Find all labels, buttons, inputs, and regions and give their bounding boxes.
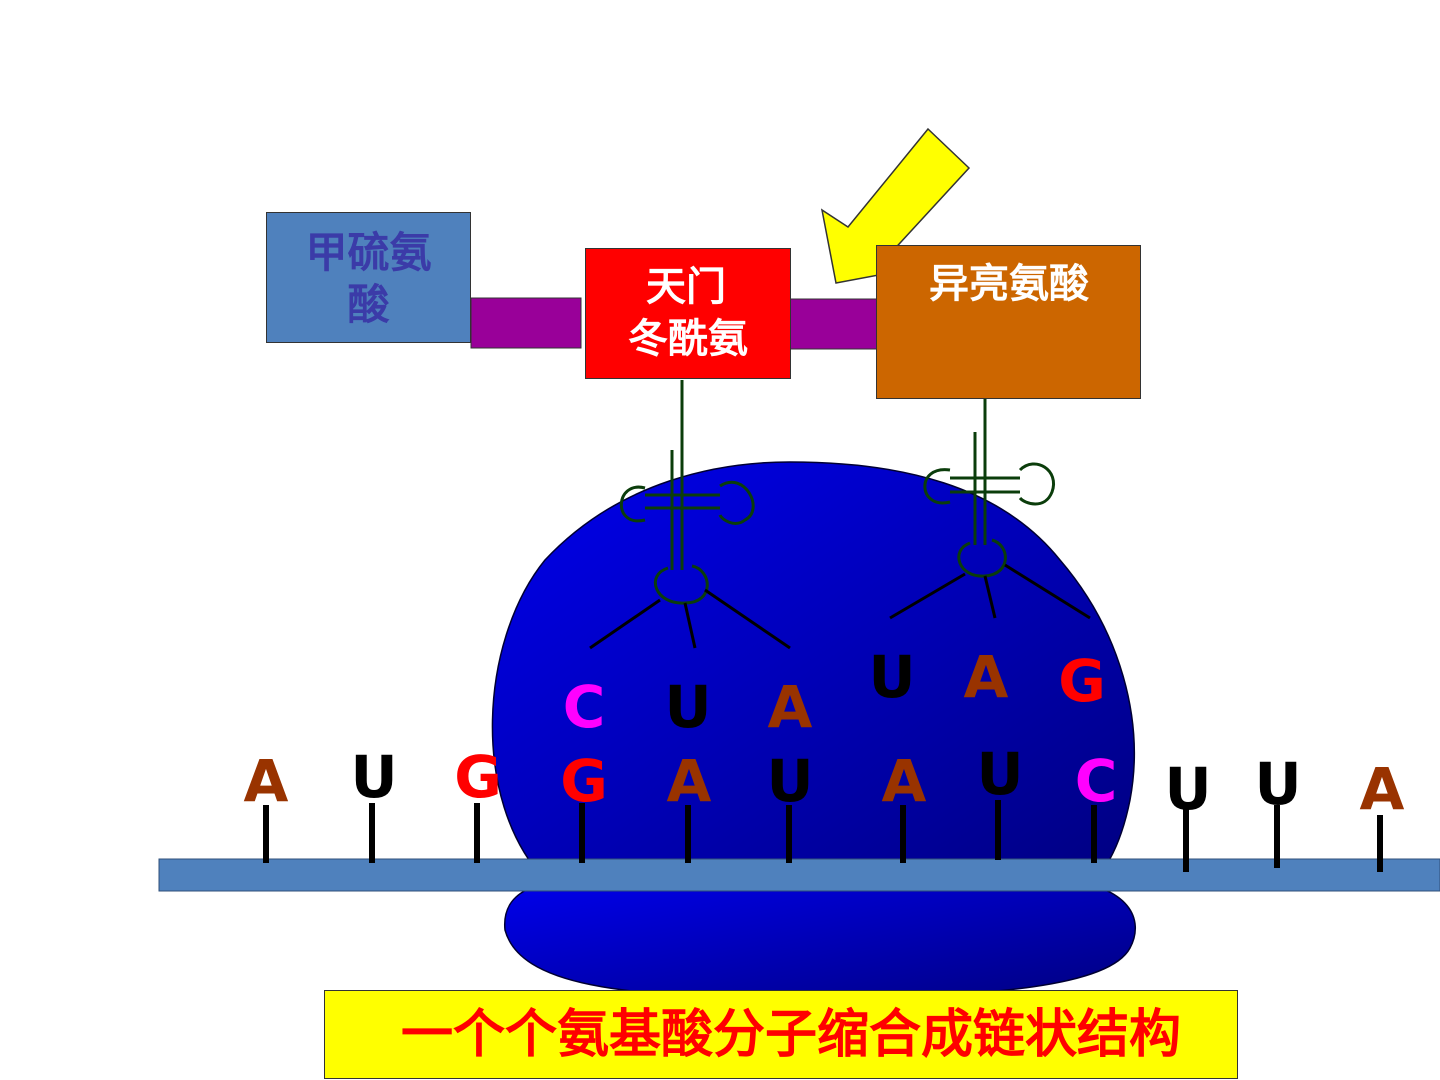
peptide-bond-2 — [784, 298, 881, 350]
mrna-base-ticks — [263, 800, 1383, 872]
asparagine-label-line2: 冬酰氨 — [628, 316, 748, 362]
mrna-base-7: A — [881, 747, 927, 815]
mrna-base-4: G — [560, 747, 608, 815]
caption-banner: 一个个氨基酸分子缩合成链状结构 — [324, 990, 1238, 1079]
trna-2 — [889, 398, 1091, 620]
anticodon-1-base-3: A — [767, 673, 813, 741]
mrna-base-3: G — [454, 743, 502, 811]
anticodon-2-base-1: U — [868, 643, 916, 711]
mrna-base-1: A — [243, 747, 289, 815]
ribosome-large-subunit — [491, 461, 1135, 881]
amino-acid-isoleucine: 异亮氨酸 — [876, 245, 1141, 399]
mrna-base-12: A — [1359, 755, 1405, 823]
isoleucine-label: 异亮氨酸 — [929, 261, 1089, 307]
peptide-bond-1 — [470, 297, 582, 349]
mrna-base-2: U — [350, 743, 398, 811]
methionine-label-line2: 酸 — [347, 280, 390, 329]
arrow-down-left-icon — [820, 127, 971, 284]
anticodon-2-base-3: G — [1058, 647, 1106, 715]
mrna-base-8: U — [976, 740, 1024, 808]
mrna-strip — [158, 858, 1440, 892]
asparagine-label-line1: 天门 — [646, 264, 726, 310]
amino-acid-asparagine: 天门 冬酰氨 — [585, 248, 791, 379]
amino-acid-methionine: 甲硫氨 酸 — [266, 212, 471, 343]
mrna-base-10: U — [1164, 755, 1212, 823]
mrna-base-5: A — [666, 747, 712, 815]
mrna-base-6: U — [766, 747, 814, 815]
trna-1 — [589, 410, 791, 650]
anticodon-1-base-1: C — [562, 673, 606, 741]
mrna-base-11: U — [1254, 750, 1302, 818]
ribosome-small-subunit — [504, 877, 1136, 999]
mrna-base-9: C — [1074, 747, 1118, 815]
anticodon-1-base-2: U — [664, 673, 712, 741]
anticodon-2-base-2: A — [963, 643, 1009, 711]
methionine-label-line1: 甲硫氨 — [305, 228, 432, 277]
